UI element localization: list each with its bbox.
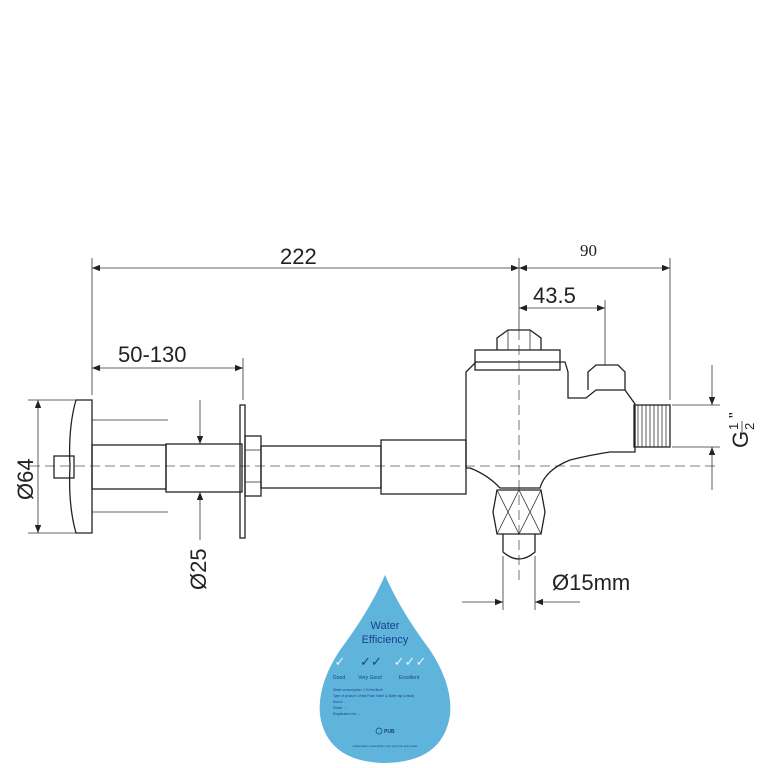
pipe: [91, 404, 467, 539]
rating-good: Good: [333, 675, 345, 681]
thread-den: 2: [742, 423, 757, 430]
dim-43-5-label: 43.5: [533, 283, 576, 308]
check-very-good-icon: ✓✓: [360, 654, 382, 669]
info-line: Brand: ...: [333, 700, 346, 704]
label-title-1: Water: [371, 620, 400, 632]
thread-g: G: [728, 431, 753, 448]
info-line: Model: ...: [333, 706, 347, 710]
check-good-icon: ✓: [335, 654, 346, 669]
wall-flange: [53, 399, 168, 534]
rating-very-good: Very Good: [358, 675, 382, 681]
water-efficiency-label: Water Efficiency ✓ ✓✓ ✓✓✓ Good Very Good…: [319, 575, 451, 763]
dim-15-label: Ø15mm: [552, 570, 630, 595]
thread-label: G 1 2 ": [726, 412, 757, 448]
check-excellent-icon: ✓✓✓: [394, 654, 427, 669]
info-line: Type of product: Urinal Flush Valve & Wa…: [333, 694, 414, 698]
label-title-2: Efficiency: [362, 634, 409, 646]
label-footer: Actual water consumption may vary from t…: [353, 744, 418, 748]
dim-15: [462, 556, 580, 610]
pub-logo: PUB: [384, 729, 395, 735]
dim-50-130-label: 50-130: [118, 342, 187, 367]
dim-64: [28, 399, 76, 534]
dim-thread: [672, 365, 720, 490]
dim-222: [91, 258, 520, 395]
water-drop-shape: [319, 575, 451, 763]
dim-64-label: Ø64: [13, 458, 38, 500]
dim-43-5: [519, 300, 606, 365]
valve-body: [465, 329, 671, 560]
dim-222-label: 222: [280, 244, 317, 269]
info-line: Water consumption: 1 ½ litre/flush: [333, 688, 383, 692]
thread-num: 1: [726, 423, 741, 430]
dim-90-label: 90: [580, 241, 597, 260]
info-line: Registration No.: ...: [333, 712, 361, 716]
rating-excellent: Excellent: [399, 675, 420, 681]
dim-50-130: [92, 358, 244, 400]
pub-logo-icon: [375, 727, 383, 735]
thread-unit: ": [727, 412, 744, 418]
dim-90: [519, 258, 671, 400]
dim-25-label: Ø25: [186, 548, 211, 590]
